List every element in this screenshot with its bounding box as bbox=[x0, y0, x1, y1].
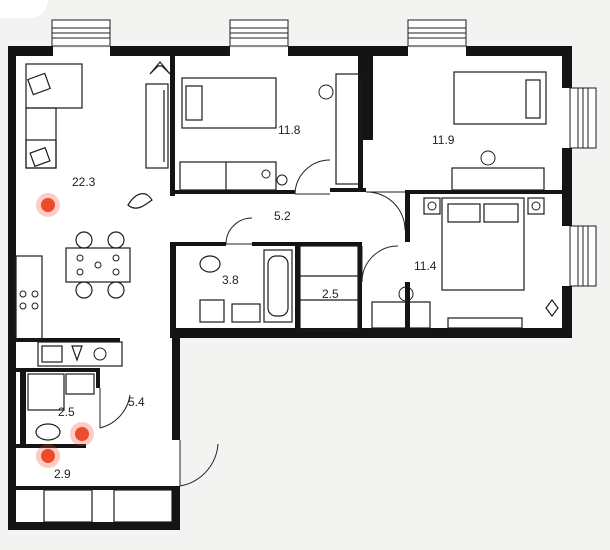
room-area-hall: 5.2 bbox=[274, 209, 291, 223]
room-labels: 22.3 11.8 11.9 5.2 3.8 2.5 11.4 5.4 2.5 … bbox=[54, 123, 455, 481]
room-area-living: 22.3 bbox=[72, 175, 96, 189]
bedroom-right-furniture bbox=[451, 71, 547, 191]
room-area-bedroom-right: 11.9 bbox=[432, 133, 455, 147]
hotspot-living[interactable] bbox=[36, 193, 60, 217]
bathroom-fixtures bbox=[199, 245, 359, 331]
master-bedroom-furniture bbox=[371, 197, 559, 329]
doors bbox=[99, 159, 406, 487]
exterior-walls bbox=[8, 46, 572, 530]
top-windows bbox=[51, 19, 467, 47]
wc-fixtures bbox=[27, 373, 95, 441]
room-area-wc: 2.5 bbox=[58, 405, 75, 419]
right-windows bbox=[569, 87, 597, 287]
room-area-entry-hall: 5.4 bbox=[128, 395, 145, 409]
room-area-wardrobe: 2.9 bbox=[54, 467, 71, 481]
hotspot-wardrobe[interactable] bbox=[36, 444, 60, 468]
room-area-bedroom-left: 11.8 bbox=[278, 123, 301, 137]
room-area-closet: 2.5 bbox=[322, 287, 339, 301]
living-furniture bbox=[15, 61, 171, 367]
hotspot-wc[interactable] bbox=[70, 422, 94, 446]
interior-walls bbox=[16, 56, 562, 490]
wardrobe-fixtures bbox=[43, 489, 173, 523]
bedroom-left-furniture bbox=[179, 73, 361, 191]
corner-card bbox=[0, 0, 48, 18]
room-area-bathroom: 3.8 bbox=[222, 273, 239, 287]
room-area-master-bedroom: 11.4 bbox=[414, 259, 437, 273]
